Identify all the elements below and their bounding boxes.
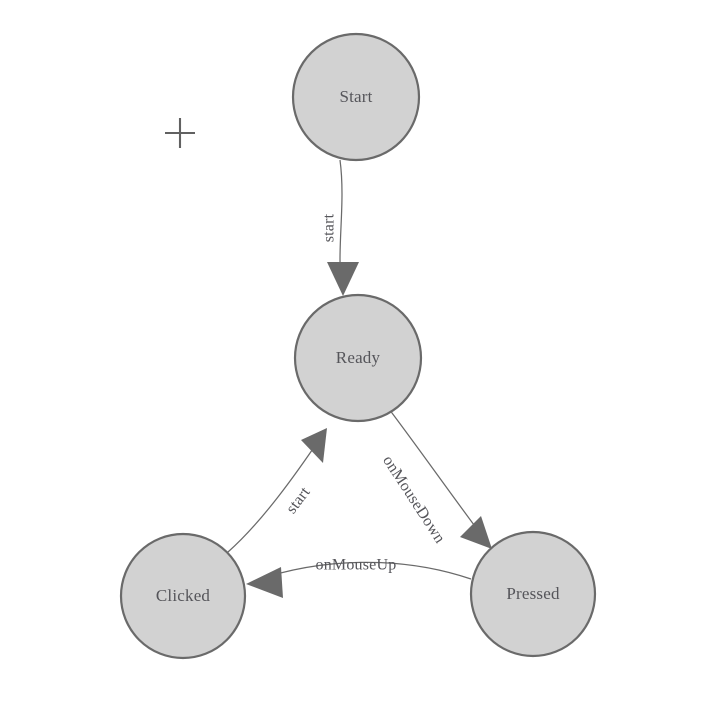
node-pressed[interactable]: Pressed: [469, 530, 597, 658]
node-label-clicked: Clicked: [156, 586, 211, 605]
arrowhead-pressed-to-clicked: [246, 567, 283, 598]
node-label-ready: Ready: [336, 348, 381, 367]
edge-label-clicked-to-ready: start: [283, 484, 314, 517]
edge-clicked-to-ready[interactable]: start: [227, 428, 327, 553]
edge-label-start-to-ready: start: [321, 213, 338, 242]
edge-start-to-ready[interactable]: start: [321, 159, 359, 296]
arrowhead-start-to-ready: [327, 262, 359, 296]
node-circle-pressed[interactable]: [469, 530, 597, 658]
edge-ready-to-pressed[interactable]: onMouseDown: [379, 408, 492, 549]
node-ready[interactable]: Ready: [293, 293, 423, 423]
node-clicked[interactable]: Clicked: [119, 532, 247, 660]
edge-label-pressed-to-clicked: onMouseUp: [316, 557, 397, 574]
node-label-pressed: Pressed: [506, 584, 560, 603]
node-circle-ready[interactable]: [293, 293, 423, 423]
node-label-start: Start: [339, 87, 372, 106]
node-start[interactable]: Start: [291, 32, 421, 162]
node-circle-clicked[interactable]: [119, 532, 247, 660]
edge-label-ready-to-pressed: onMouseDown: [379, 453, 448, 547]
arrowhead-ready-to-pressed: [460, 516, 492, 549]
crosshair-icon[interactable]: [165, 118, 195, 148]
edge-pressed-to-clicked[interactable]: onMouseUp: [246, 557, 472, 598]
node-circle-start[interactable]: [291, 32, 421, 162]
arrowhead-clicked-to-ready: [301, 428, 327, 463]
